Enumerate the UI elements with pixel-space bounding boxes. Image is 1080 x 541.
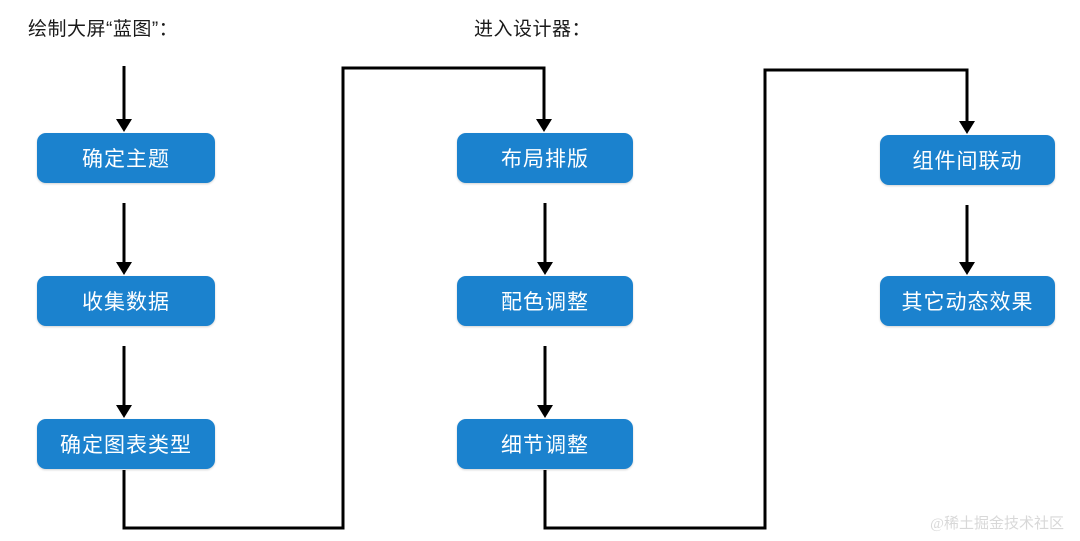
flow-node-designer-0[interactable]: 布局排版 [457,133,633,183]
arrow-组件间联动-to-其它动态效果-head [959,262,975,275]
flow-node-blueprint-2[interactable]: 确定图表类型 [37,419,215,469]
arrow-into-确定主题-head [116,119,132,132]
arrow-收集数据-to-确定图表类型-head [116,405,132,418]
flow-node-blueprint-1[interactable]: 收集数据 [37,276,215,326]
arrow-布局排版-to-配色调整-head [537,262,553,275]
flow-node-designer-1[interactable]: 配色调整 [457,276,633,326]
flow-node-interaction-0[interactable]: 组件间联动 [880,135,1055,185]
flow-node-interaction-1[interactable]: 其它动态效果 [880,276,1055,326]
watermark: @稀土掘金技术社区 [930,516,1064,532]
column-heading-0: 绘制大屏“蓝图”： [28,19,179,40]
arrow-配色调整-to-细节调整-head [537,405,553,418]
column-heading-1: 进入设计器： [474,19,592,40]
arrow-确定主题-to-收集数据-head [116,262,132,275]
connectors-layer [116,66,975,530]
elbow-细节调整-to-组件间联动 [543,68,969,530]
elbow-细节调整-to-组件间联动-head [959,121,975,134]
elbow-确定图表类型-to-布局排版 [122,66,546,530]
flow-node-blueprint-0[interactable]: 确定主题 [37,133,215,183]
flow-node-designer-2[interactable]: 细节调整 [457,419,633,469]
elbow-确定图表类型-to-布局排版-head [536,119,552,132]
